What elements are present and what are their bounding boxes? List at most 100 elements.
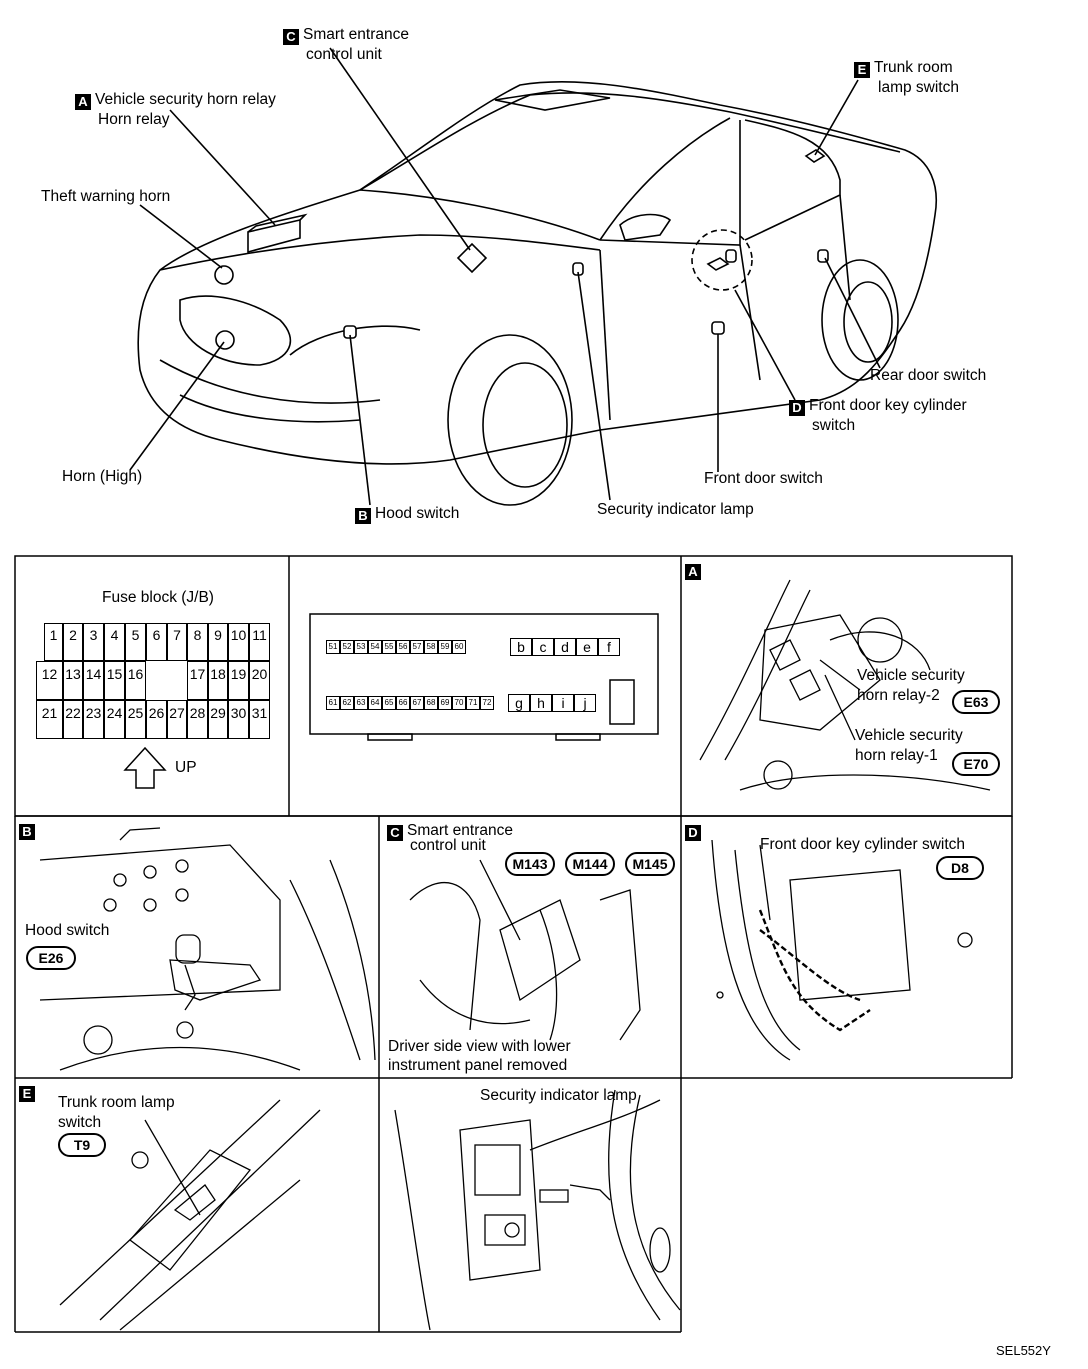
fuse-cell: 10 [228, 623, 249, 661]
front-door-key-cylinder-callout: Front door key cylinder switch [760, 836, 966, 853]
fuse-cell: 14 [83, 661, 104, 700]
fuse-cell: 3 [83, 623, 104, 661]
figure-id: SEL552Y [996, 1343, 1051, 1358]
connector-letter-pin: j [574, 694, 596, 712]
connector-pin: 61 [326, 696, 340, 710]
connector-pin: 55 [382, 640, 396, 654]
connector-pin: 68 [424, 696, 438, 710]
fuse-cell: 2 [63, 623, 83, 661]
connector-m144: M144 [565, 852, 615, 876]
relay1-line2: horn relay-1 [855, 747, 938, 764]
panel-e-tag-letter: E [19, 1086, 35, 1102]
panel-a-tag: A [685, 560, 705, 580]
connector-pin: 52 [340, 640, 354, 654]
connector-pin: 56 [396, 640, 410, 654]
hood-switch-callout: Hood switch [25, 922, 110, 939]
connector-pin: 51 [326, 640, 340, 654]
tag-c: C [283, 29, 299, 45]
hood-switch-text: Hood switch [375, 505, 460, 522]
fuse-cell: 19 [228, 661, 249, 700]
theft-warning-horn-label: Theft warning horn [41, 188, 171, 205]
front-door-key-switch-label: switch [812, 417, 856, 434]
fuse-cell: 21 [36, 700, 63, 739]
relay2-line2: horn relay-2 [857, 687, 940, 704]
connector-letter-pin: h [530, 694, 552, 712]
fuse-cell: 31 [249, 700, 270, 739]
panel-a-tag-letter: A [685, 564, 701, 580]
connector-e26: E26 [26, 946, 76, 970]
connector-e63: E63 [952, 690, 1000, 714]
panel-e-tag: E [19, 1082, 39, 1102]
fuse-cell: 8 [187, 623, 208, 661]
connector-letter-pin: i [552, 694, 574, 712]
connector-pin: 54 [368, 640, 382, 654]
connector-d8: D8 [936, 856, 984, 880]
panel-d-tag: D [685, 821, 705, 841]
panel-d-tag-letter: D [685, 825, 701, 841]
fuse-cell: 25 [125, 700, 146, 739]
connector-pin: 63 [354, 696, 368, 710]
fuse-cell: 11 [249, 623, 270, 661]
relay1-line1: Vehicle security [855, 727, 963, 744]
front-door-switch-label: Front door switch [704, 470, 823, 487]
tag-a: A [75, 94, 91, 110]
connector-pin: 57 [410, 640, 424, 654]
fuse-cell: 15 [104, 661, 125, 700]
fuse-cell: 13 [63, 661, 83, 700]
connector-pin: 59 [438, 640, 452, 654]
up-label: UP [175, 759, 197, 776]
security-indicator-lamp-callout: Security indicator lamp [480, 1087, 637, 1104]
connector-pin: 71 [466, 696, 480, 710]
connector-letter-pin: d [554, 638, 576, 656]
fuse-cell: 28 [187, 700, 208, 739]
horn-relay-label: Horn relay [98, 111, 170, 128]
fuse-cell: 26 [146, 700, 167, 739]
fuse-cell: 16 [125, 661, 146, 700]
tag-b: B [355, 508, 371, 524]
fuse-cell: 27 [167, 700, 187, 739]
fuse-cell: 22 [63, 700, 83, 739]
fuse-cell: 12 [36, 661, 63, 700]
connector-pin: 60 [452, 640, 466, 654]
connector-t9: T9 [58, 1133, 106, 1157]
fuse-cell: 5 [125, 623, 146, 661]
fuse-cell: 4 [104, 623, 125, 661]
security-indicator-lamp-label: Security indicator lamp [597, 501, 754, 518]
connector-pin: 69 [438, 696, 452, 710]
trunk-lamp-switch-callout2: switch [58, 1114, 102, 1131]
panel-c-tag-letter: C [387, 825, 403, 841]
fuse-cell: 30 [228, 700, 249, 739]
trunk-room-text: Trunk room [874, 59, 953, 76]
trunk-lamp-switch-callout1: Trunk room lamp [58, 1094, 175, 1111]
connector-pin: 65 [382, 696, 396, 710]
panel-b-tag: B [19, 820, 39, 840]
connector-m143: M143 [505, 852, 555, 876]
connector-pin: 66 [396, 696, 410, 710]
fuse-cell: 6 [146, 623, 167, 661]
horn-high-label: Horn (High) [62, 468, 143, 485]
connector-pin: 53 [354, 640, 368, 654]
connector-pin: 62 [340, 696, 354, 710]
relay2-line1: Vehicle security [857, 667, 965, 684]
connector-pin: 70 [452, 696, 466, 710]
car-overview-drawing [129, 47, 937, 506]
lamp-switch-label: lamp switch [878, 79, 959, 96]
connector-letter-pin: g [508, 694, 530, 712]
connector-e70: E70 [952, 752, 1000, 776]
fuse-cell: 1 [44, 623, 63, 661]
connector-m145: M145 [625, 852, 675, 876]
connector-letter-pin: e [576, 638, 598, 656]
panel-c-note1: Driver side view with lower [388, 1038, 571, 1055]
fuse-cell: 20 [249, 661, 270, 700]
rear-door-switch-label: Rear door switch [870, 367, 987, 384]
